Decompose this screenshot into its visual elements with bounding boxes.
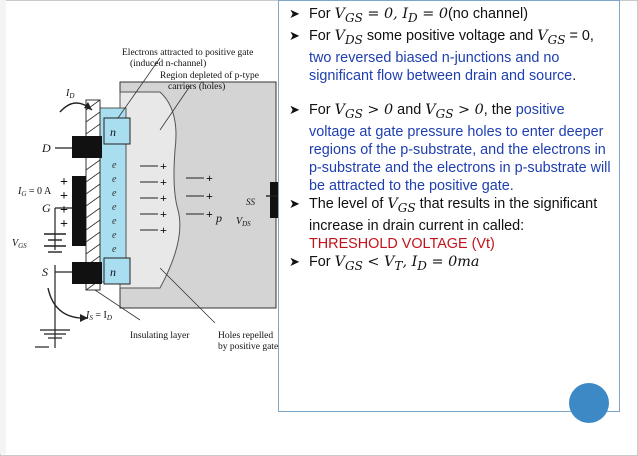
label-insulating-layer: Insulating layer bbox=[130, 331, 190, 341]
electron: e bbox=[112, 230, 117, 241]
electron: e bbox=[112, 202, 117, 213]
svg-text:IS = ID: IS = ID bbox=[85, 310, 112, 322]
bullet-2: ➤ For VDS some positive voltage and VGS … bbox=[289, 27, 594, 84]
svg-text:VGS: VGS bbox=[12, 238, 27, 250]
label-holes-2: by positive gate bbox=[218, 342, 278, 352]
svg-text:VDS: VDS bbox=[236, 216, 251, 228]
electron: e bbox=[112, 188, 117, 199]
depletion-region bbox=[119, 91, 181, 289]
label-ss: SS bbox=[246, 197, 256, 207]
label-region-2: carriers (holes) bbox=[168, 81, 225, 92]
label-region: Region depleted of p-type bbox=[160, 70, 259, 81]
hole-plus: + bbox=[160, 207, 167, 221]
gate-charge-plus: + bbox=[60, 203, 68, 218]
arrow-bullet-icon: ➤ bbox=[289, 27, 300, 43]
electron: e bbox=[112, 174, 117, 185]
bullet-5: ➤ For VGS < VT, ID = 0ma bbox=[289, 253, 480, 273]
electron: e bbox=[112, 216, 117, 227]
svg-text:ID: ID bbox=[65, 88, 74, 100]
gate-contact bbox=[72, 176, 86, 246]
label-source: S bbox=[42, 265, 48, 279]
n-region-drain bbox=[103, 117, 131, 145]
bullet-panel: ➤ For VGS = 0, ID = 0(no channel) ➤ For … bbox=[278, 0, 620, 412]
bullet-1: ➤ For VGS = 0, ID = 0(no channel) bbox=[289, 6, 529, 25]
label-p: p bbox=[215, 211, 222, 225]
label-drain: D bbox=[41, 141, 51, 155]
bullet-3: ➤ For VGS > 0 and VGS > 0, the positive … bbox=[289, 101, 611, 194]
threshold-voltage-term: THRESHOLD VOLTAGE (Vt) bbox=[309, 235, 495, 252]
label-n-drain: n bbox=[110, 125, 116, 139]
gate-charge-plus: + bbox=[60, 189, 68, 204]
bullet-4: ➤ The level of VGS that results in the s… bbox=[289, 195, 598, 252]
source-current-arrow bbox=[47, 287, 89, 319]
arrow-bullet-icon: ➤ bbox=[289, 253, 300, 269]
hole-plus: + bbox=[206, 207, 213, 221]
label-n-source: n bbox=[110, 265, 116, 279]
hole-plus: + bbox=[206, 171, 213, 185]
electron: e bbox=[112, 160, 117, 171]
hole-plus: + bbox=[160, 191, 167, 205]
electron: e bbox=[112, 244, 117, 255]
source-contact bbox=[72, 262, 102, 284]
bullet-list: ➤ For VGS = 0, ID = 0(no channel) ➤ For … bbox=[279, 1, 619, 274]
insulating-layer bbox=[85, 99, 101, 291]
label-electrons-2: (induced n-channel) bbox=[130, 58, 206, 69]
arrow-bullet-icon: ➤ bbox=[289, 195, 300, 211]
label-gate: G bbox=[42, 201, 51, 215]
hole-plus: + bbox=[160, 175, 167, 189]
hole-plus: + bbox=[160, 223, 167, 237]
n-region-source bbox=[103, 257, 131, 285]
label-holes: Holes repelled bbox=[218, 331, 273, 341]
label-electrons: Electrons attracted to positive gate bbox=[122, 48, 253, 58]
drain-contact bbox=[72, 136, 102, 158]
svg-text:IG = 0 A: IG = 0 A bbox=[17, 186, 52, 198]
arrow-bullet-icon: ➤ bbox=[289, 101, 300, 117]
hole-plus: + bbox=[206, 189, 213, 203]
ss-contact bbox=[270, 182, 278, 218]
gate-charge-plus: + bbox=[60, 217, 68, 232]
mosfet-diagram: + + + + e e e e e e e + + + + + + + + El… bbox=[12, 48, 278, 352]
gate-charge-plus: + bbox=[60, 175, 68, 190]
hole-plus: + bbox=[160, 159, 167, 173]
corner-decoration-circle bbox=[569, 383, 609, 423]
arrow-bullet-icon: ➤ bbox=[289, 6, 300, 21]
left-edge-strip bbox=[0, 0, 6, 454]
